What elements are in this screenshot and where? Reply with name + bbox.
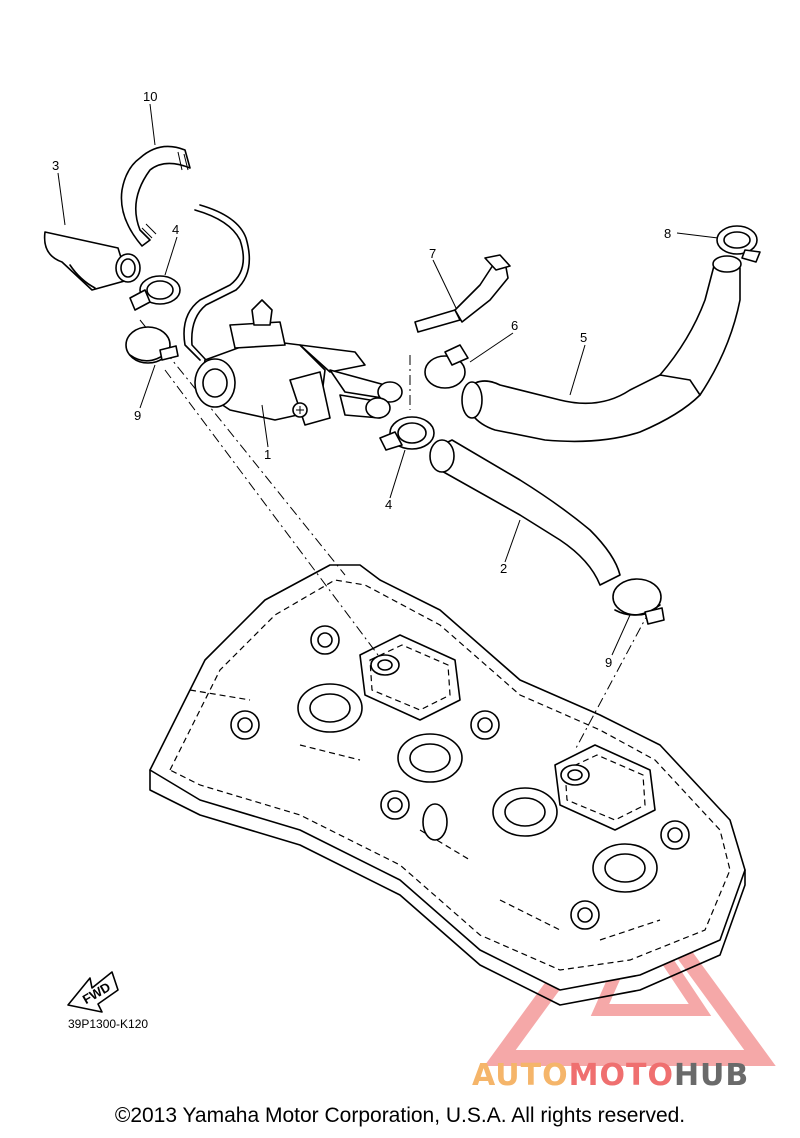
- callout-6: 6: [511, 318, 518, 333]
- assembly-lines: [139, 319, 651, 751]
- watermark-moto: MOTO: [568, 1058, 674, 1093]
- plug-hole-1: [297, 683, 363, 733]
- fwd-arrow-icon: FWD: [67, 971, 119, 1013]
- callout-leaders: [57, 103, 719, 656]
- callout-numbers: 10 3 4 7 8 6 5 9 1 4 2 9: [52, 89, 671, 670]
- part-4-clip-upper: [129, 275, 181, 311]
- part-10-band: [120, 145, 191, 247]
- callout-1: 1: [264, 447, 271, 462]
- reed-valve-cover-left: [359, 634, 461, 721]
- callout-9-upper: 9: [134, 408, 141, 423]
- part-3-hose: [43, 231, 141, 291]
- part-6-clip: [424, 344, 469, 389]
- watermark-hub: HUB: [673, 1058, 750, 1093]
- part-2-hose: [429, 439, 621, 586]
- part-1-air-cutoff-valve: [194, 299, 403, 426]
- callout-8: 8: [664, 226, 671, 241]
- part-9-clamp-upper: [125, 326, 179, 364]
- callout-9-lower: 9: [605, 655, 612, 670]
- part-8-clamp: [716, 225, 761, 263]
- watermark-auto: AUTO: [472, 1058, 569, 1093]
- part-4-clip-lower: [379, 416, 435, 451]
- callout-4-upper: 4: [172, 222, 179, 237]
- watermark-logo-text: AUTOMOTOHUB: [472, 1058, 749, 1093]
- callout-2: 2: [500, 561, 507, 576]
- part-code: 39P1300-K120: [68, 1017, 149, 1031]
- cylinder-head-cover: [149, 564, 746, 1006]
- callout-10: 10: [143, 89, 157, 104]
- plug-hole-3: [492, 787, 558, 837]
- reed-valve-cover-right: [554, 744, 656, 831]
- wire-harness: [183, 204, 251, 361]
- callout-7: 7: [429, 246, 436, 261]
- plug-hole-2: [397, 733, 463, 783]
- part-7-bracket: [414, 254, 511, 333]
- part-5-hose: [461, 255, 742, 443]
- plug-hole-4: [592, 843, 658, 893]
- copyright-notice: ©2013 Yamaha Motor Corporation, U.S.A. A…: [114, 1104, 686, 1127]
- callout-5: 5: [580, 330, 587, 345]
- cover-bolts: [230, 625, 690, 930]
- callout-3: 3: [52, 158, 59, 173]
- part-9-clamp-lower: [612, 578, 665, 625]
- callout-4-lower: 4: [385, 497, 392, 512]
